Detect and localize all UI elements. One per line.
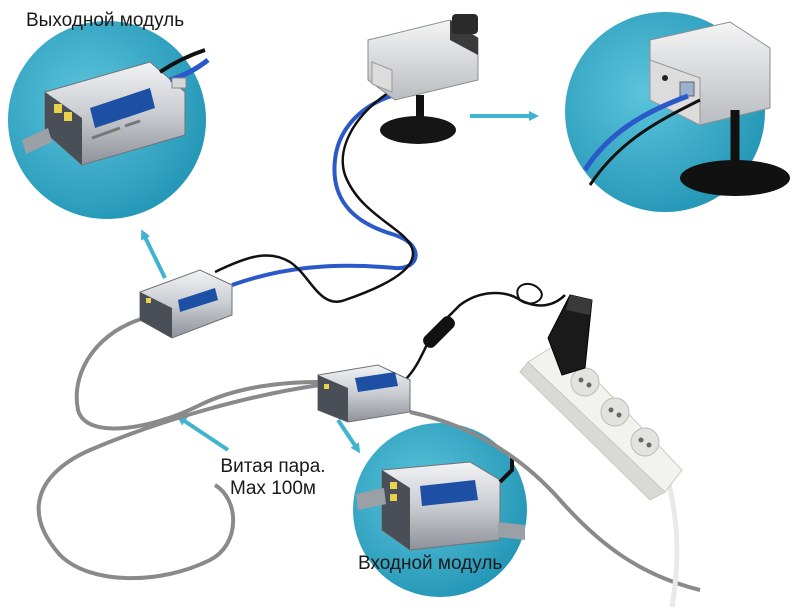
power-strip-cord: [665, 479, 680, 607]
adapter-cable: [404, 291, 566, 381]
output-module-label: Выходной модуль: [26, 10, 185, 31]
arrow-to-input-zoom: [336, 418, 361, 454]
input-module-zoom-circle: [353, 423, 527, 597]
cable-inline-switch: [423, 316, 455, 348]
power-strip: [519, 341, 683, 501]
arrow-to-twisted-pair: [176, 415, 230, 452]
black-power-cable: [214, 90, 415, 303]
arrows: [141, 111, 539, 454]
ip-camera: [367, 14, 479, 144]
output-module: [139, 269, 233, 339]
camera-connection-zoom-circle: [565, 12, 790, 212]
twisted-pair-label-line2: Max 100м: [230, 478, 316, 499]
twisted-pair-cable: [36, 316, 701, 592]
twisted-pair-label-line1: Витая пара.: [220, 456, 326, 477]
output-module-zoom-device: [22, 48, 210, 166]
input-module-label: Входной модуль: [358, 553, 503, 574]
blue-network-cable: [231, 93, 418, 287]
arrow-to-output-zoom: [141, 229, 167, 279]
power-adapter: [547, 294, 593, 376]
output-module-zoom-circle: [8, 21, 210, 219]
input-module: [317, 364, 411, 423]
camera-zoom-device: [582, 21, 790, 196]
input-module-zoom-device: [356, 456, 525, 551]
cables: [36, 90, 701, 607]
twisted-pair-label: Витая пара. Max 100м: [208, 456, 338, 500]
